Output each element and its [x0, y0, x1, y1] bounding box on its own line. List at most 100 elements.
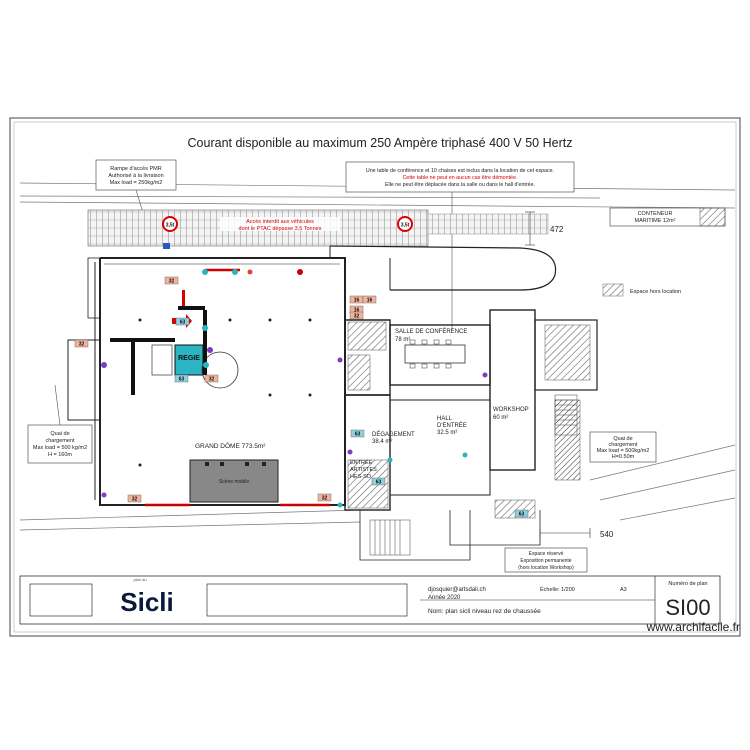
- svg-text:Une table de conférence et 10: Une table de conférence et 10 chaises es…: [366, 168, 554, 174]
- svg-text:chargement: chargement: [45, 438, 75, 444]
- badge: 63: [174, 374, 189, 383]
- badge: 63: [371, 477, 386, 486]
- svg-text:32.5 m²: 32.5 m²: [437, 430, 457, 436]
- regie-box: [174, 344, 204, 376]
- svg-text:3,5t: 3,5t: [166, 223, 175, 229]
- svg-text:chargement: chargement: [608, 442, 638, 448]
- svg-text:Nom: plan sicli niveau rez de: Nom: plan sicli niveau rez de chaussée: [428, 608, 541, 615]
- svg-text:SALLE DE CONFÉRENCE: SALLE DE CONFÉRENCE: [395, 328, 467, 335]
- svg-text:63: 63: [376, 480, 382, 486]
- svg-text:32: 32: [209, 377, 215, 383]
- drawing-frame: [9, 117, 741, 637]
- svg-text:Max load = 500 kg/m2: Max load = 500 kg/m2: [33, 445, 87, 451]
- svg-text:Exposition permanente: Exposition permanente: [520, 558, 571, 564]
- badge: 63: [514, 509, 529, 518]
- hatch-area: [347, 321, 387, 351]
- svg-text:Cette table ne peut en aucun c: Cette table ne peut en aucun cas être dé…: [403, 175, 518, 181]
- weight-sign-left: 3,5t: [162, 216, 178, 232]
- espace-reserve-note: Espace réservé Exposition permanente (ho…: [504, 547, 588, 573]
- room-hall: HALL D'ENTRÉE 32.5 m²: [437, 416, 467, 436]
- pmr-parking-icon: [163, 243, 170, 249]
- svg-text:16: 16: [354, 298, 360, 304]
- room-salle-conference: SALLE DE CONFÉRENCE 78 m²: [395, 328, 467, 343]
- dim-472-label: 472: [550, 225, 564, 234]
- svg-text:32: 32: [169, 279, 175, 285]
- badge: 32: [349, 311, 364, 320]
- svg-text:78 m²: 78 m²: [395, 337, 410, 343]
- svg-text:32: 32: [132, 497, 138, 503]
- quai-right-note: Quai de chargement Max load = 500kg/m2 H…: [589, 431, 657, 463]
- svg-text:ENTRÉE: ENTRÉE: [350, 459, 373, 466]
- svg-text:32: 32: [322, 496, 328, 502]
- badge: 16: [349, 295, 364, 304]
- svg-text:63: 63: [355, 432, 361, 438]
- svg-text:D'ENTRÉE: D'ENTRÉE: [437, 422, 467, 429]
- badge: 63: [350, 429, 365, 438]
- svg-text:WORKSHOP: WORKSHOP: [493, 407, 529, 413]
- svg-text:(hors location Workshop): (hors location Workshop): [518, 565, 574, 571]
- room-workshop: WORKSHOP 60 m²: [493, 407, 529, 421]
- title-block: plan du Sicli djosquier@artsdali.ch Éche…: [19, 575, 721, 625]
- electrical-badges: 32 16 63 32 16 32 63 63 32 16 32 63 32 6…: [74, 276, 529, 518]
- badge: 16: [362, 295, 377, 304]
- quai-left-note: Quai de chargement Max load = 500 kg/m2 …: [27, 384, 93, 464]
- legend-label: Espace hors location: [630, 289, 681, 295]
- sicli-logo: Sicli: [120, 587, 173, 617]
- svg-text:Échelle: 1/200: Échelle: 1/200: [540, 586, 575, 593]
- svg-text:Accès interdit aux véhicules: Accès interdit aux véhicules: [246, 219, 314, 225]
- svg-text:3,5t: 3,5t: [401, 223, 410, 229]
- svg-text:38.4 m²: 38.4 m²: [372, 439, 392, 445]
- svg-text:djosquier@artsdali.ch: djosquier@artsdali.ch: [428, 587, 486, 593]
- badge: 63: [175, 317, 190, 326]
- svg-text:Authorisé à la livraison: Authorisé à la livraison: [108, 173, 163, 179]
- svg-text:Espace réservé: Espace réservé: [529, 551, 564, 557]
- svg-text:16: 16: [367, 298, 373, 304]
- svg-text:16: 16: [354, 308, 360, 314]
- room-entree-artistes: ENTRÉE ARTISTES HES-SO: [350, 459, 377, 480]
- stairs: [369, 394, 578, 556]
- svg-text:plan du: plan du: [133, 577, 146, 582]
- stage: [189, 459, 279, 503]
- container: CONTENEUR MARITIME 12m²: [609, 207, 726, 227]
- room-degagement: DÉGAGEMENT 38.4 m²: [372, 431, 415, 445]
- svg-text:H=0.50m: H=0.50m: [612, 454, 635, 460]
- dim-540-label: 540: [600, 530, 614, 539]
- dimension-540: [539, 528, 591, 538]
- table-note: Une table de conférence et 10 chaises es…: [345, 161, 575, 330]
- svg-text:HES-SO: HES-SO: [350, 474, 372, 480]
- svg-text:CONTENEUR: CONTENEUR: [638, 211, 673, 217]
- svg-text:Quai de: Quai de: [50, 431, 69, 437]
- badge: 32: [164, 276, 179, 285]
- svg-text:Scène mobile: Scène mobile: [219, 479, 250, 485]
- svg-text:H = 160m: H = 160m: [48, 452, 72, 458]
- svg-text:Quai de: Quai de: [613, 436, 632, 442]
- plan-number: SI00: [665, 595, 710, 620]
- svg-text:Max load = 500kg/m2: Max load = 500kg/m2: [597, 448, 650, 454]
- svg-text:HALL: HALL: [437, 416, 453, 422]
- svg-text:Année 2020: Année 2020: [428, 595, 461, 601]
- badge: 32: [204, 374, 219, 383]
- room-grand-dome: GRAND DÔME 773.5m²: [195, 441, 266, 450]
- legend-hatch: [602, 283, 624, 297]
- svg-text:Max load = 250kg/m2: Max load = 250kg/m2: [110, 180, 163, 186]
- svg-text:Numéro de plan: Numéro de plan: [668, 581, 707, 587]
- svg-text:A3: A3: [620, 587, 627, 593]
- building-walls: [67, 245, 598, 561]
- svg-text:32: 32: [354, 314, 360, 320]
- parking-strip: [87, 209, 429, 247]
- watermark: www.archifacile.fr: [646, 620, 740, 634]
- svg-text:REGIE: REGIE: [178, 355, 200, 362]
- svg-text:32: 32: [79, 342, 85, 348]
- badge: 32: [317, 493, 332, 502]
- weight-sign-right: 3,5t: [397, 216, 413, 232]
- svg-text:DÉGAGEMENT: DÉGAGEMENT: [372, 431, 415, 438]
- svg-text:dont le PTAC dépasse 3,5 Tonne: dont le PTAC dépasse 3,5 Tonnes: [239, 226, 322, 232]
- svg-text:Elle ne peut être déplacée dan: Elle ne peut être déplacée dans la salle…: [385, 182, 535, 188]
- dimension-472: [525, 211, 535, 246]
- badge: 32: [74, 339, 89, 348]
- svg-text:63: 63: [519, 512, 525, 518]
- badge: 32: [127, 494, 142, 503]
- conference-table: [404, 344, 466, 364]
- device-symbols: [101, 269, 488, 508]
